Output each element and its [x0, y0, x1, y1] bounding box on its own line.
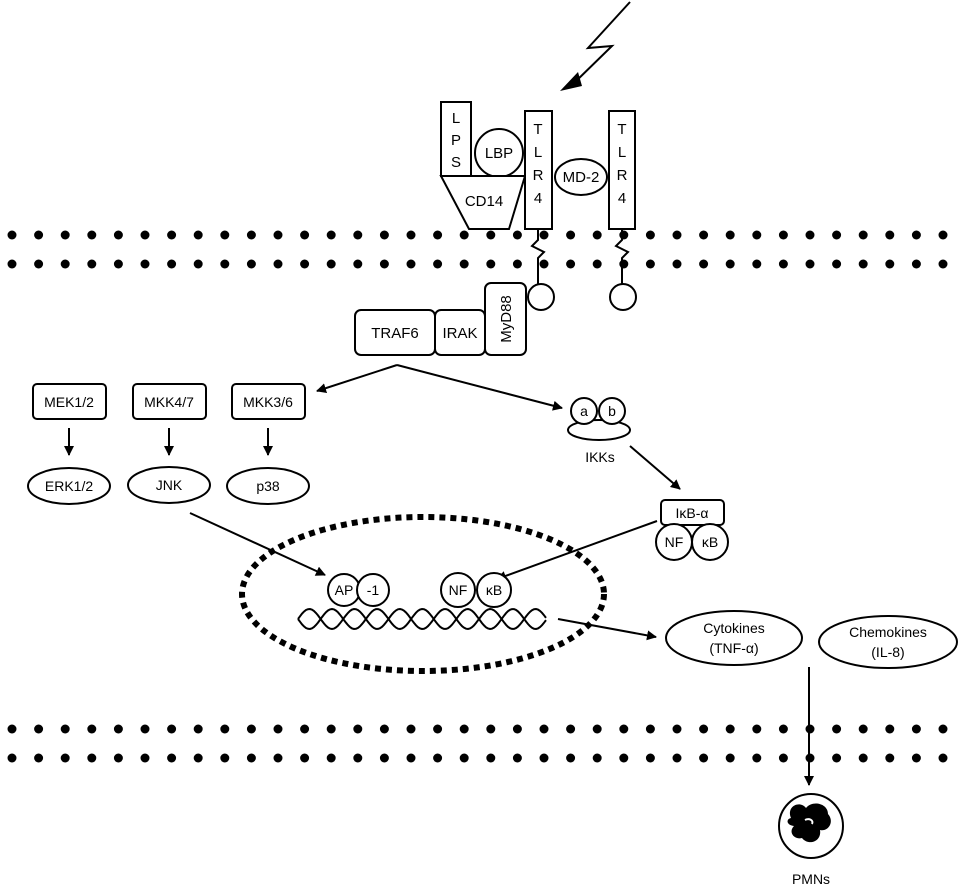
nf-label: NF — [449, 582, 468, 598]
tlr4-right: T L R 4 — [608, 110, 637, 311]
ikk-label: IKKs — [585, 449, 615, 465]
arrow-to-mapk — [316, 364, 398, 393]
ikk-sub-a: a — [580, 403, 588, 419]
mek12-box: MEK1/2 — [32, 383, 107, 420]
lbp-circle: LBP — [474, 128, 524, 178]
cytokines-ellipse: Cytokines (TNF-α) — [665, 610, 803, 666]
myd88-box: MyD88 — [484, 282, 527, 356]
lps-letter: L — [452, 110, 460, 127]
md2-ellipse: MD-2 — [554, 158, 608, 196]
cd14-trapezoid: CD14 — [439, 175, 527, 230]
nfkb-nuclear-complex: NF κB — [440, 572, 512, 608]
svg-text:R: R — [533, 167, 544, 184]
erk12-ellipse: ERK1/2 — [27, 467, 111, 505]
svg-text:ERK1/2: ERK1/2 — [45, 478, 93, 494]
kb-label: κB — [702, 534, 718, 550]
ap-label: AP — [335, 582, 354, 598]
ikb-label: IκB-α — [676, 505, 709, 521]
nf-label: NF — [665, 534, 684, 550]
svg-text:p38: p38 — [256, 478, 280, 494]
plasma-membrane-bottom — [7, 724, 948, 763]
arrow-to-ikk — [396, 364, 563, 411]
pmns-label: PMNs — [792, 871, 830, 887]
pmn-cell-icon: PMNs — [778, 793, 844, 887]
arrow-jnk-ap1 — [189, 512, 326, 576]
svg-text:(IL-8): (IL-8) — [871, 644, 904, 660]
ap1-suffix-label: -1 — [367, 582, 380, 598]
mkk36-box: MKK3/6 — [231, 383, 306, 420]
lps-box: L P S — [440, 101, 472, 177]
svg-text:T: T — [533, 121, 542, 138]
svg-text:Cytokines: Cytokines — [703, 620, 764, 636]
arrow-ikb-nucleus — [496, 520, 658, 581]
svg-text:T: T — [617, 121, 626, 138]
svg-text:L: L — [618, 144, 626, 161]
lightning-bolt-icon — [560, 1, 631, 91]
lps-letter: S — [451, 154, 461, 171]
svg-text:JNK: JNK — [156, 477, 183, 493]
arrow-ikk-ikb — [629, 445, 681, 490]
plasma-membrane-top — [7, 230, 948, 269]
svg-text:MEK1/2: MEK1/2 — [44, 394, 94, 410]
ikk-sub-b: b — [608, 403, 616, 419]
ikb-complex: IκB-α NF κB — [655, 499, 729, 561]
svg-text:4: 4 — [534, 190, 542, 207]
svg-text:(TNF-α): (TNF-α) — [709, 640, 758, 656]
svg-text:LBP: LBP — [485, 145, 513, 162]
chemokines-ellipse: Chemokines (IL-8) — [818, 615, 958, 669]
kb-label: κB — [486, 582, 502, 598]
svg-text:MKK3/6: MKK3/6 — [243, 394, 293, 410]
ikk-complex: a b IKKs — [567, 397, 631, 465]
p38-ellipse: p38 — [226, 467, 310, 505]
svg-text:MD-2: MD-2 — [563, 169, 600, 186]
jnk-ellipse: JNK — [127, 466, 211, 504]
mkk47-box: MKK4/7 — [132, 383, 207, 420]
arrow-dna-cytokines — [557, 618, 657, 641]
irak-box: IRAK — [434, 309, 486, 356]
svg-text:R: R — [617, 167, 628, 184]
svg-text:CD14: CD14 — [465, 193, 503, 210]
svg-text:MyD88: MyD88 — [498, 295, 515, 343]
ap1-complex: AP -1 — [327, 573, 390, 607]
svg-text:Chemokines: Chemokines — [849, 624, 927, 640]
svg-text:L: L — [534, 144, 542, 161]
traf6-box: TRAF6 — [354, 309, 436, 356]
dna-helix — [297, 607, 547, 631]
lps-letter: P — [451, 132, 461, 149]
svg-text:TRAF6: TRAF6 — [371, 325, 419, 342]
tlr4-left: T L R 4 — [524, 110, 555, 311]
nucleus-boundary — [239, 514, 607, 674]
svg-text:IRAK: IRAK — [442, 325, 477, 342]
svg-text:MKK4/7: MKK4/7 — [144, 394, 194, 410]
svg-text:4: 4 — [618, 190, 626, 207]
